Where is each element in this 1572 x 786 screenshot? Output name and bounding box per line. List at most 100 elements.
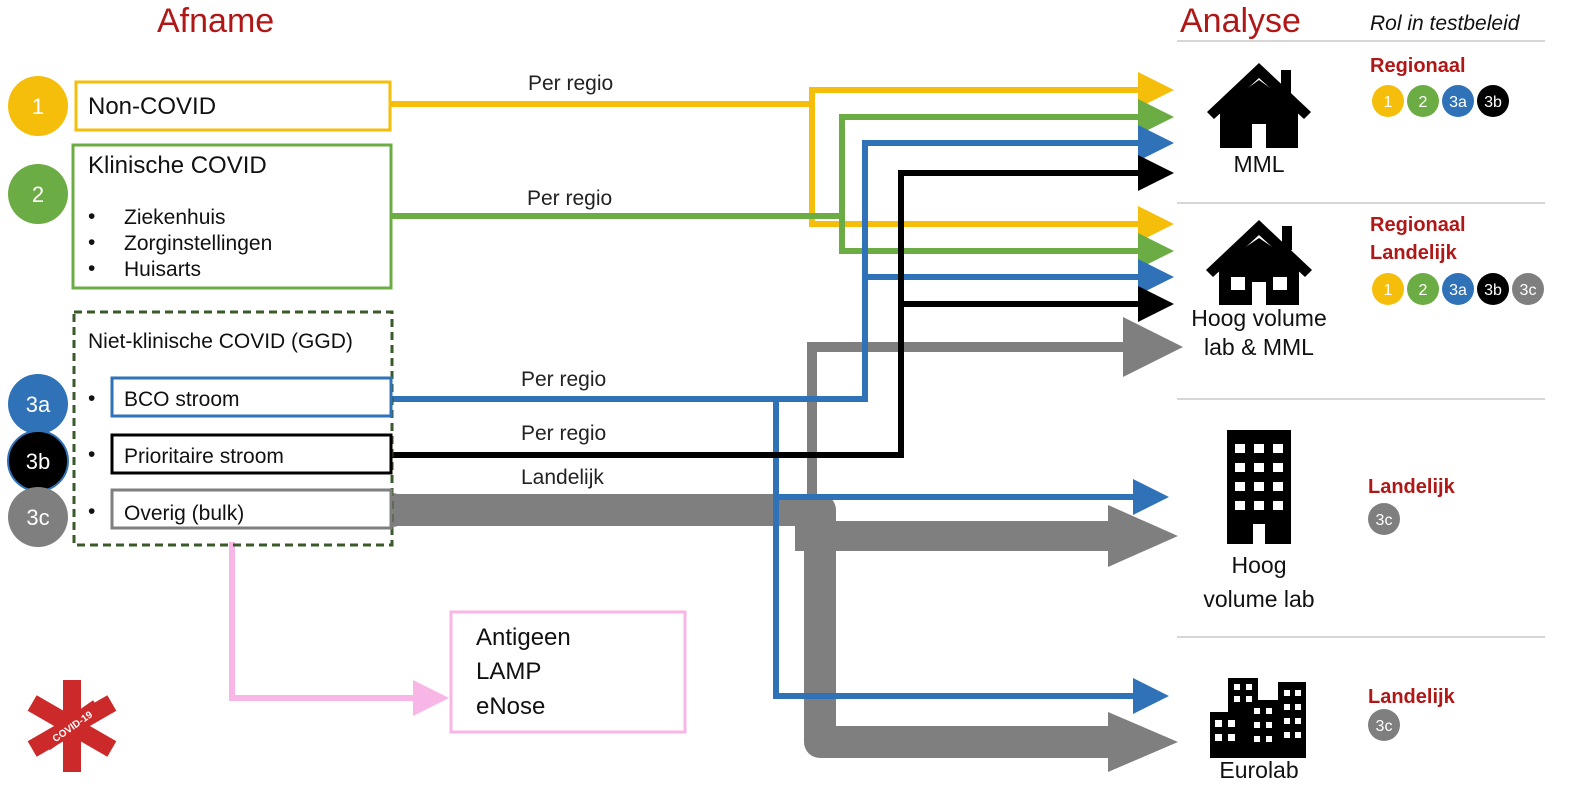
mml-house-icon [1207, 63, 1311, 148]
bulk-arrowhead-hoog [1108, 505, 1178, 567]
svg-text:•: • [88, 205, 95, 228]
non-covid-box [74, 80, 392, 132]
klinisch-flow-to-mml [389, 99, 1174, 219]
role-badge-2 [1407, 273, 1439, 305]
hoog-label-line1: Hoog [1232, 552, 1287, 578]
role-badge-3a [1442, 273, 1474, 305]
role-badge-3b [1477, 85, 1509, 117]
flow-label-bco: Per regio [521, 368, 606, 391]
rol-header: Rol in testbeleid [1370, 12, 1521, 35]
role-badge-label: 2 [1419, 94, 1428, 111]
role-badge-2 [1407, 85, 1439, 117]
bulk-flow-to-hoog [795, 521, 1110, 551]
city-buildings-icon [1210, 678, 1306, 758]
niet-klinisch-title: Niet-klinische COVID (GGD) [88, 330, 353, 353]
svg-text:3c: 3c [26, 505, 49, 530]
bco-flow [389, 125, 1174, 714]
afname-header: Afname [157, 2, 274, 40]
svg-text:2: 2 [32, 182, 44, 207]
covid-19-logo: COVID-19 [27, 680, 117, 772]
role-hoog-line: Landelijk [1368, 476, 1456, 498]
role-badge-3b [1477, 273, 1509, 305]
role-badge-label: 3b [1484, 94, 1502, 111]
role-badge-3c [1512, 273, 1544, 305]
source-badge-3a: 3a [8, 374, 68, 434]
source-badge-2: 2 [8, 164, 68, 224]
eurolab-label: Eurolab [1219, 757, 1298, 783]
bco-flow-to-hoog [773, 399, 1169, 515]
prioritair-flow [389, 155, 1174, 458]
analyse-header: Analyse [1180, 2, 1301, 40]
bco-stream-box [110, 376, 393, 418]
svg-text:•: • [88, 257, 95, 280]
bco-flow-to-eurolab [773, 497, 1169, 714]
non-covid-title: Non-COVID [88, 93, 216, 120]
klinisch-box [71, 143, 393, 290]
hoog-mml-house-icon [1206, 220, 1312, 305]
hoog-mml-label-line1: Hoog volume [1191, 305, 1327, 331]
office-building-icon [1227, 430, 1291, 544]
svg-text:3a: 3a [26, 392, 51, 417]
alternative-item: eNose [476, 693, 545, 720]
alternative-item: LAMP [476, 658, 541, 685]
non-covid-flow [385, 72, 1174, 242]
bulk-stream-box [110, 488, 393, 530]
role-badge-label: 3b [1484, 282, 1502, 299]
svg-text:•: • [88, 387, 95, 410]
source-badge-3b: 3b [7, 430, 69, 492]
alternative-item: Antigeen [476, 624, 571, 651]
role-badge-label: 1 [1384, 282, 1393, 299]
role-mml-line: Regionaal [1370, 55, 1466, 77]
flow-label-bulk: Landelijk [521, 466, 604, 489]
role-badge-label: 3c [1520, 282, 1537, 299]
prioritair-stream-label: Prioritaire stroom [124, 445, 284, 468]
mml-label: MML [1233, 151, 1284, 177]
klinisch-item: Ziekenhuis [124, 206, 226, 229]
bco-stream-label: BCO stroom [124, 388, 240, 411]
flow-label-klinisch: Per regio [527, 187, 612, 210]
role-badge-label: 3a [1449, 282, 1467, 299]
bulk-stream-label: Overig (bulk) [124, 502, 244, 525]
role-badge-label: 3a [1449, 94, 1467, 111]
svg-text:1: 1 [32, 94, 44, 119]
role-badge-label: 1 [1384, 94, 1393, 111]
hoog-label-line2: volume lab [1203, 586, 1314, 612]
role-badges: 1 2 3a 3b 1 2 3a 3b 3c 3c 3c [1368, 85, 1544, 741]
source-badge-3c: 3c [8, 487, 68, 547]
role-badge-3c [1368, 709, 1400, 741]
role-badge-1 [1372, 85, 1404, 117]
bulk-flow [375, 317, 1183, 772]
bulk-flow-to-hoog-mml [807, 317, 1183, 520]
hoog-mml-label-line2: lab & MML [1204, 334, 1314, 360]
bco-flow-to-mml [389, 125, 1174, 402]
klinisch-item: Zorginstellingen [124, 232, 272, 255]
role-badge-3a [1442, 85, 1474, 117]
role-hoog-mml-line: Regionaal [1370, 214, 1466, 236]
source-badge-1: 1 [8, 76, 68, 136]
non-covid-flow-to-hoog-mml [809, 104, 1174, 242]
role-badge-1 [1372, 273, 1404, 305]
role-eurolab-line: Landelijk [1368, 686, 1456, 708]
flow-label-prioritair: Per regio [521, 422, 606, 445]
alternative-test-flow [229, 542, 449, 716]
role-badge-label: 2 [1419, 282, 1428, 299]
prioritair-flow-to-mml [389, 155, 1174, 458]
non-covid-flow-to-mml [389, 72, 1174, 108]
prioritair-stream-box [110, 433, 393, 475]
role-hoog-mml-line: Landelijk [1370, 242, 1458, 264]
bulk-arrowhead-eurolab [1108, 712, 1178, 772]
bulk-flow-to-eurolab [392, 494, 1110, 758]
alternatives-box [449, 610, 687, 734]
svg-text:•: • [88, 500, 95, 523]
svg-text:•: • [88, 231, 95, 254]
klinisch-flow-to-hoog-mml [839, 216, 1174, 269]
niet-klinisch-box [72, 310, 394, 547]
svg-text:3b: 3b [26, 449, 50, 474]
flow-label-non-covid: Per regio [528, 72, 613, 95]
role-badge-label: 3c [1376, 718, 1393, 735]
role-badge-3c [1368, 503, 1400, 535]
svg-text:•: • [88, 443, 95, 466]
role-badge-label: 3c [1376, 512, 1393, 529]
